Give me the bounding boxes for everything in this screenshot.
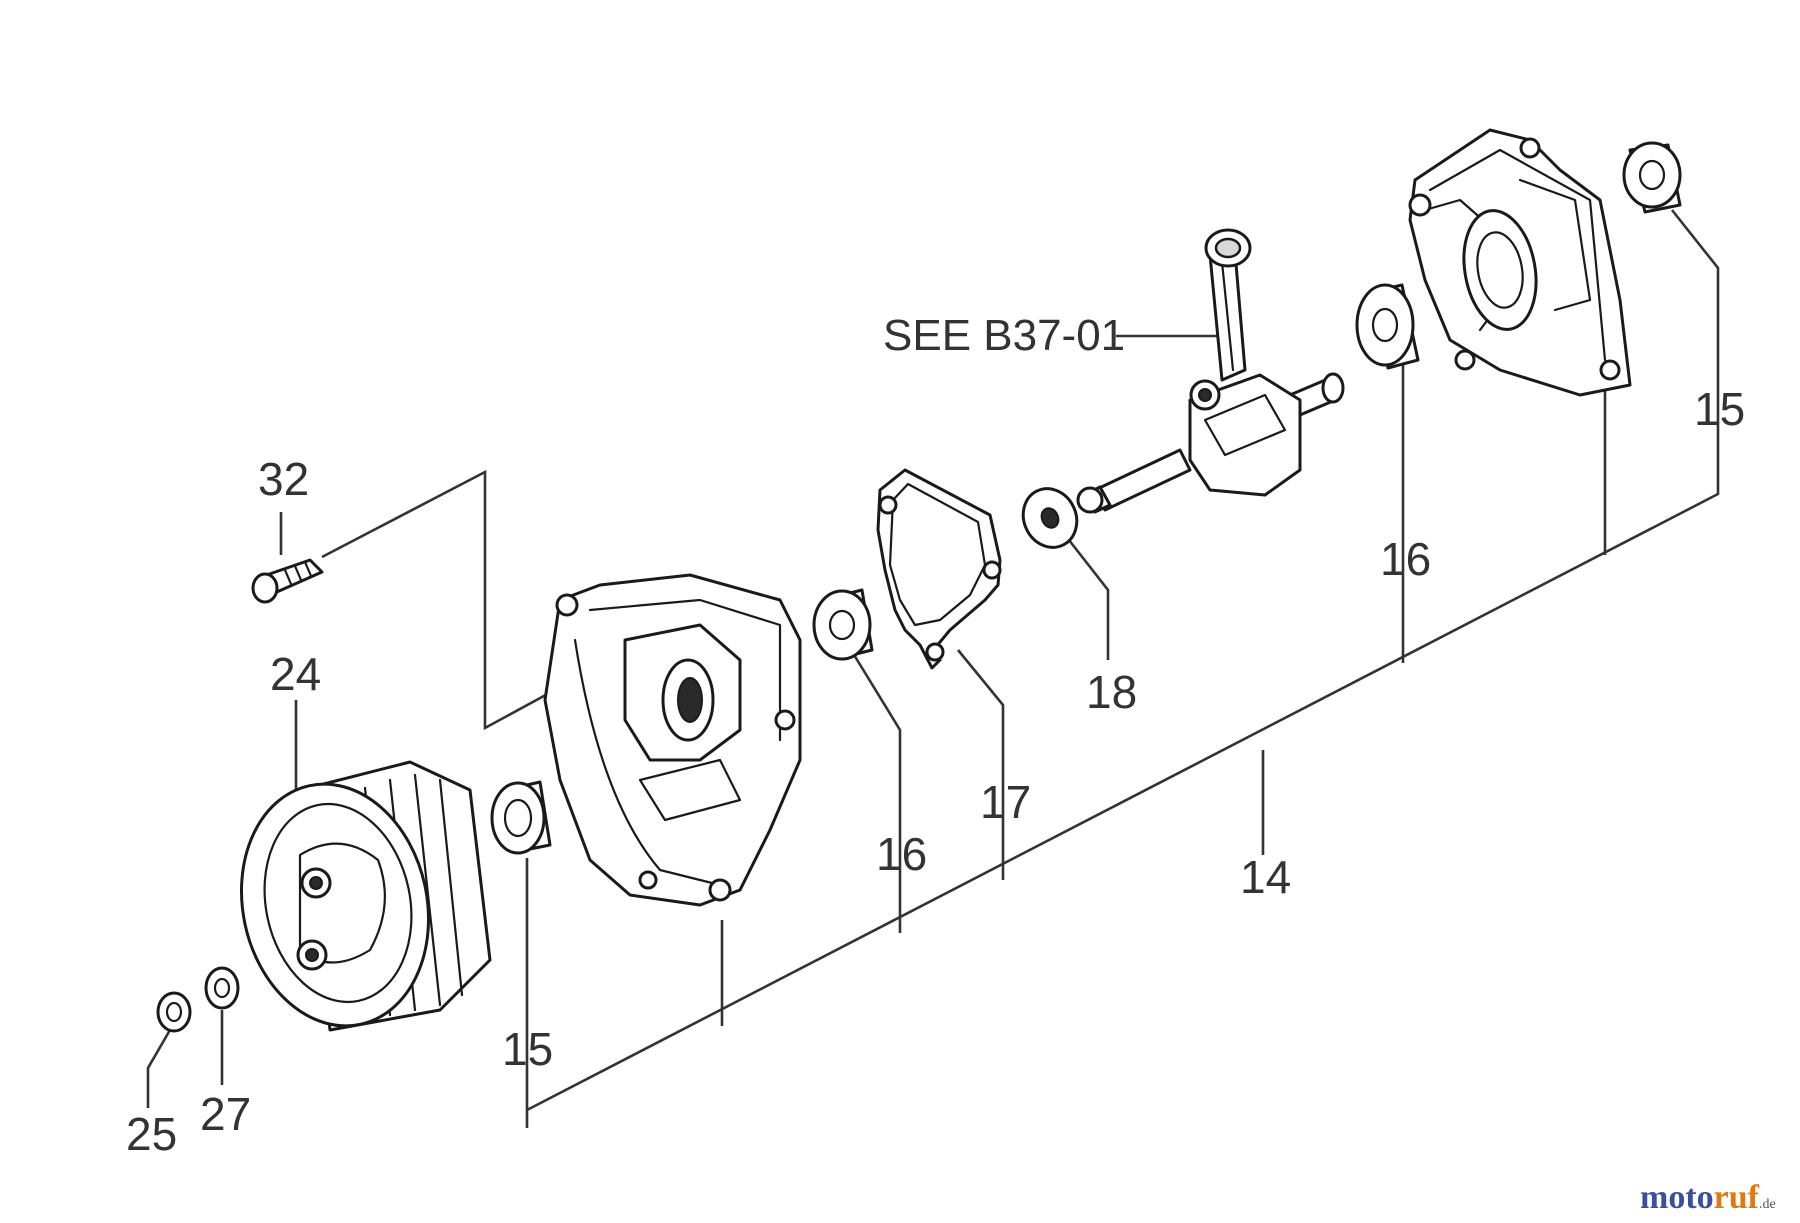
callout-16-left: 16 [876,828,927,880]
nut-25 [156,991,192,1033]
crankcase-left-half [543,573,802,907]
svg-text:motoruf.de: motoruf.de [1640,1179,1776,1216]
callout-16-right: 16 [1380,533,1431,585]
callout-14: 14 [1240,851,1291,903]
callout-15-right: 15 [1694,383,1745,435]
washer-27 [204,966,240,1010]
oil-seal-16-left [812,588,874,661]
leader-lines [146,209,1720,1128]
bolt-32 [251,558,324,604]
bearing-15-left [490,780,552,855]
oil-seal-16-right [1355,283,1420,370]
watermark-tld: .de [1759,1197,1776,1212]
crankshaft-assembly [1076,228,1345,514]
leader-18 [1063,534,1110,660]
leader-15-right [1670,209,1720,465]
watermark-moto: moto [1640,1179,1714,1216]
washer-18 [1021,487,1079,549]
callout-labels: 32 24 25 27 15 16 17 14 18 16 15 SEE B37… [126,311,1745,1160]
leader-25 [146,1029,172,1108]
callout-18: 18 [1086,666,1137,718]
callout-17: 17 [980,776,1031,828]
callout-32: 32 [258,453,309,505]
leader-14-main [525,465,1720,1128]
leader-17 [956,649,1005,880]
callout-15-left: 15 [502,1023,553,1075]
callout-24: 24 [270,648,321,700]
see-reference-note: SEE B37-01 [883,311,1125,360]
callout-25: 25 [126,1108,177,1160]
gasket-17 [876,468,1002,670]
leader-16-left [846,644,902,933]
crankcase-right-half [1408,128,1632,397]
callout-27: 27 [200,1088,251,1140]
watermark-logo: motoruf.de [1640,1179,1776,1216]
flywheel-24 [240,760,492,1032]
bearing-15-right [1622,141,1682,214]
watermark-ruf: ruf [1714,1179,1760,1216]
